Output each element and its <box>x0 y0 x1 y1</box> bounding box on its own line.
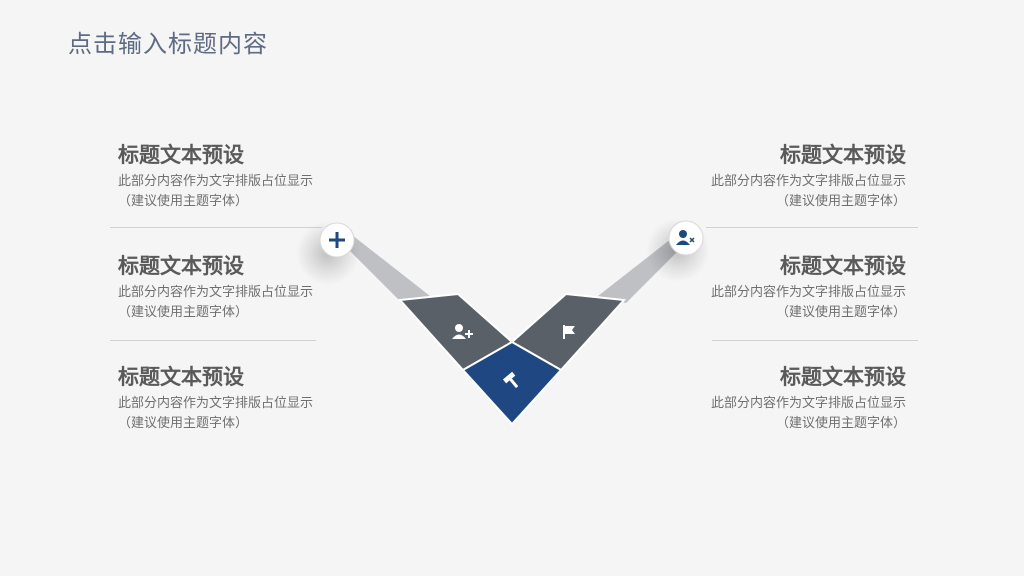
left-item-1: 标题文本预设 此部分内容作为文字排版占位显示 （建议使用主题字体） <box>118 142 358 212</box>
left-circle-button <box>319 222 355 258</box>
item-body-line: （建议使用主题字体） <box>118 305 249 320</box>
item-body: 此部分内容作为文字排版占位显示 （建议使用主题字体） <box>118 394 358 434</box>
hammer-icon <box>502 371 519 389</box>
item-heading: 标题文本预设 <box>780 143 906 167</box>
item-body-line: （建议使用主题字体） <box>775 416 906 431</box>
page-title: 点击输入标题内容 <box>68 30 268 58</box>
item-body-line: 此部分内容作为文字排版占位显示 <box>710 174 906 189</box>
item-body-line: （建议使用主题字体） <box>118 416 249 431</box>
item-body: 此部分内容作为文字排版占位显示 （建议使用主题字体） <box>666 394 906 434</box>
plus-icon <box>329 232 345 248</box>
item-body-line: 此部分内容作为文字排版占位显示 <box>118 285 314 300</box>
item-body-line: 此部分内容作为文字排版占位显示 <box>710 285 906 300</box>
user-add-icon <box>452 324 473 339</box>
flag-icon <box>563 325 575 339</box>
right-item-3: 标题文本预设 此部分内容作为文字排版占位显示 （建议使用主题字体） <box>666 364 906 434</box>
item-heading: 标题文本预设 <box>118 143 244 167</box>
item-body: 此部分内容作为文字排版占位显示 （建议使用主题字体） <box>666 283 906 323</box>
right-item-2: 标题文本预设 此部分内容作为文字排版占位显示 （建议使用主题字体） <box>666 253 906 323</box>
item-body-line: 此部分内容作为文字排版占位显示 <box>710 396 906 411</box>
item-body-line: （建议使用主题字体） <box>118 194 249 209</box>
divider <box>706 227 918 228</box>
item-heading: 标题文本预设 <box>118 365 244 389</box>
right-item-1: 标题文本预设 此部分内容作为文字排版占位显示 （建议使用主题字体） <box>666 142 906 212</box>
item-heading: 标题文本预设 <box>780 365 906 389</box>
left-item-3: 标题文本预设 此部分内容作为文字排版占位显示 （建议使用主题字体） <box>118 364 358 434</box>
item-body-line: （建议使用主题字体） <box>775 194 906 209</box>
left-band <box>345 235 430 303</box>
item-body: 此部分内容作为文字排版占位显示 （建议使用主题字体） <box>666 172 906 212</box>
item-heading: 标题文本预设 <box>780 254 906 278</box>
divider <box>110 227 322 228</box>
right-circle-button <box>668 220 704 256</box>
item-heading: 标题文本预设 <box>118 254 244 278</box>
item-body-line: 此部分内容作为文字排版占位显示 <box>118 396 314 411</box>
item-body: 此部分内容作为文字排版占位显示 （建议使用主题字体） <box>118 283 358 323</box>
item-body-line: （建议使用主题字体） <box>775 305 906 320</box>
divider <box>110 340 316 341</box>
item-body-line: 此部分内容作为文字排版占位显示 <box>118 174 314 189</box>
item-body: 此部分内容作为文字排版占位显示 （建议使用主题字体） <box>118 172 358 212</box>
left-item-2: 标题文本预设 此部分内容作为文字排版占位显示 （建议使用主题字体） <box>118 253 358 323</box>
divider <box>712 340 918 341</box>
user-remove-icon <box>676 230 695 245</box>
